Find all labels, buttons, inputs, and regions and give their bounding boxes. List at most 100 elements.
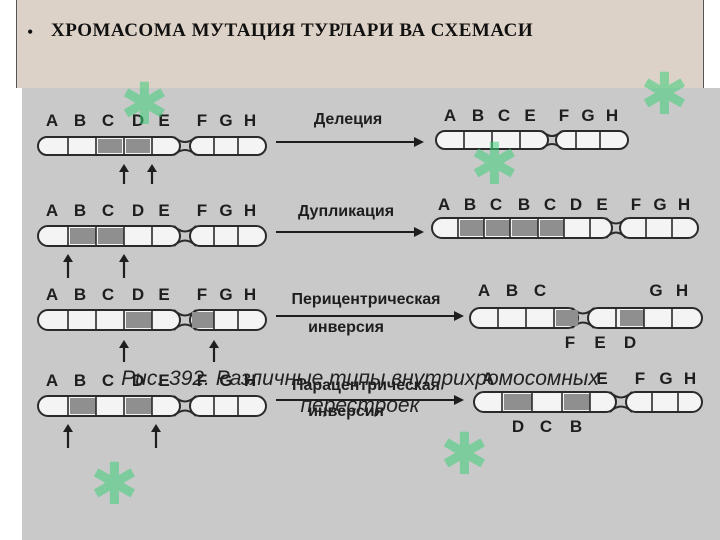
right-letter: F [635,369,645,388]
arrow-label: инверсия [308,319,384,336]
marker-arrow-head [63,254,73,262]
chromosome-left-3-dark-band [126,312,152,328]
chromosome-right-3-dark-band [620,310,644,326]
right-letter: H [684,369,696,388]
right-letter: C [544,195,556,214]
chromosome-left-2-dark-band [70,228,96,244]
chromosome-left-2-centromere [173,225,197,247]
chromosome-right-3-arm-right [587,307,703,329]
left-letter: H [244,111,256,130]
chromosome-right-2-dark-band [486,220,510,236]
left-letter: C [102,371,114,390]
right-letter-below: D [512,417,524,436]
transition-arrow-head [414,227,424,237]
right-letter: A [478,281,490,300]
right-letter: B [506,281,518,300]
marker-arrow-head [119,340,129,348]
chromosome-right-3-dark-band [556,310,578,326]
left-letter: H [244,285,256,304]
left-letter: A [46,371,58,390]
arrow-label: Перицентрическая [292,291,441,308]
left-letter: B [74,201,86,220]
right-letter: C [534,281,546,300]
figure-caption: Рис. 392. Различные типы внутрихромосомн… [22,365,698,419]
left-letter: B [74,285,86,304]
arrow-label: Делеция [314,111,382,128]
left-letter: E [158,371,169,390]
left-letter: D [132,371,144,390]
right-letter: E [524,106,535,125]
left-letter: E [158,285,169,304]
chromosome-right-4-arm-right [625,391,703,413]
chromosome-left-3-centromere [173,309,197,331]
slide-header: • ХРОМАСОМА МУТАЦИЯ ТУРЛАРИ ВА СХЕМАСИ [16,0,704,88]
left-letter: G [219,111,232,130]
right-letter: B [518,195,530,214]
right-letter: F [631,195,641,214]
left-letter: G [219,371,232,390]
right-letter: C [498,106,510,125]
marker-arrow-head [147,164,157,172]
left-letter: C [102,201,114,220]
left-letter: B [74,371,86,390]
left-letter: F [197,201,207,220]
left-letter: G [219,285,232,304]
chromosome-right-4-centromere [609,391,633,413]
chromosome-left-3-arm-left [37,309,181,331]
right-letter: G [649,281,662,300]
right-letter: G [581,106,594,125]
transition-arrow-head [414,137,424,147]
chromosome-left-4-arm-right [189,395,267,417]
right-letter: C [490,195,502,214]
right-letter: B [464,195,476,214]
title-bullet: • [27,22,34,42]
marker-arrow-head [119,254,129,262]
right-letter-below: C [540,417,552,436]
left-letter: H [244,371,256,390]
caption-line-2: перестроек [300,394,420,417]
left-letter: G [219,201,232,220]
chromosome-left-1-dark-band [98,139,122,153]
caption-line-1: Рис. 392. Различные типы внутрихромосомн… [121,367,599,390]
left-letter: F [197,285,207,304]
chromosome-left-2-arm-right [189,225,267,247]
arrow-label: инверсия [308,403,384,420]
right-letter: E [596,195,607,214]
marker-arrow-head [209,340,219,348]
chromosome-right-2-centromere [605,217,627,239]
right-letter: B [472,106,484,125]
right-letter: H [678,195,690,214]
chromosome-left-1-dark-band [126,139,150,153]
marker-arrow-head [63,424,73,432]
right-letter-below: B [570,417,582,436]
chromosome-right-1-arm-right [555,130,629,150]
chromosome-right-4-dark-band [564,394,590,410]
right-letter: A [444,106,456,125]
chromosome-right-4-dark-band [504,394,532,410]
right-letter: G [659,369,672,388]
chromosome-right-1-centromere [541,130,563,150]
right-letter: D [570,195,582,214]
right-letter-below: D [624,333,636,352]
left-letter: D [132,111,144,130]
right-letter: H [606,106,618,125]
left-letter: D [132,285,144,304]
chromosome-left-4-dark-band [70,398,96,414]
chromosome-right-2-dark-band [540,220,564,236]
marker-arrow-head [119,164,129,172]
transition-arrow-head [454,395,464,405]
right-letter: A [438,195,450,214]
left-letter: E [158,201,169,220]
chromosome-right-3-centromere [571,307,595,329]
chromosome-left-2-dark-band [98,228,124,244]
transition-arrow-head [454,311,464,321]
left-letter: D [132,201,144,220]
left-letter: B [74,111,86,130]
right-letter: E [596,369,607,388]
chromosome-left-1-centromere [173,136,197,156]
left-letter: E [158,111,169,130]
slide-title: ХРОМАСОМА МУТАЦИЯ ТУРЛАРИ ВА СХЕМАСИ [51,20,534,41]
left-letter: F [197,111,207,130]
left-letter: F [197,371,207,390]
